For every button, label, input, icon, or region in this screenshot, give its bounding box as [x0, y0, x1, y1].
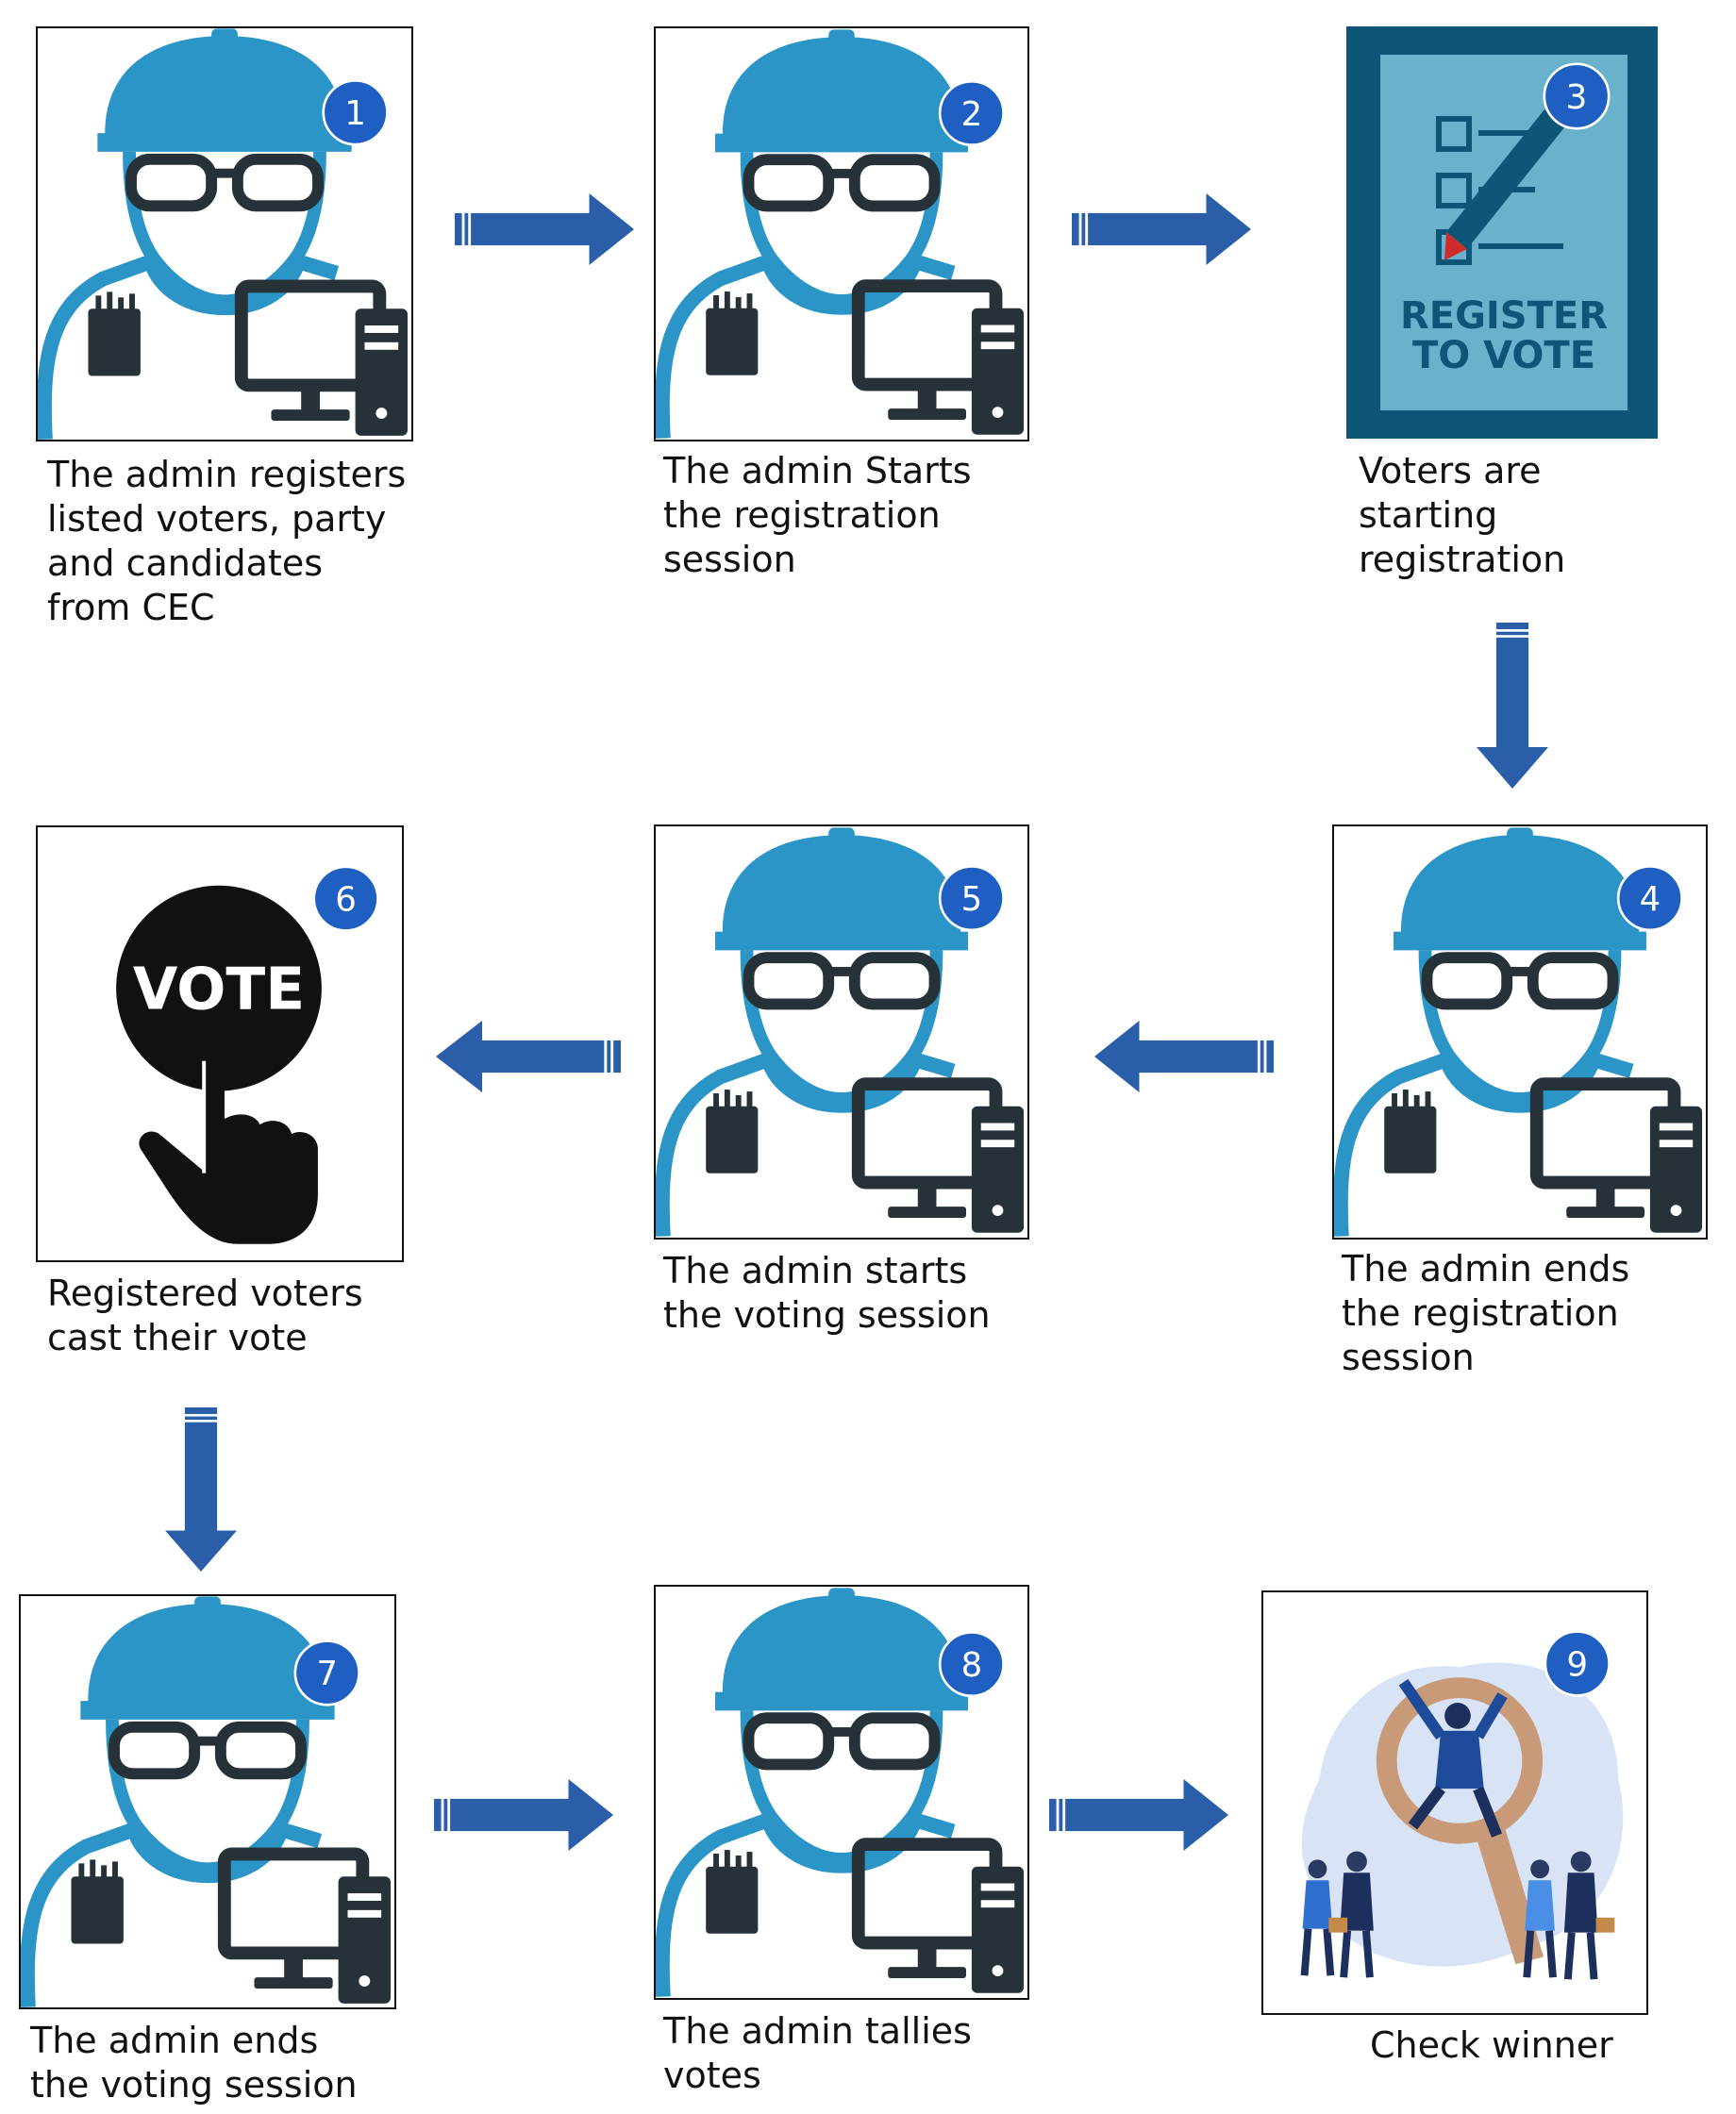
step-7-caption: The admin ends the voting session [30, 2020, 358, 2106]
register-to-vote-sign: REGISTER TO VOTE 3 [1346, 26, 1658, 439]
step-3-caption: Voters are starting registration [1359, 450, 1566, 580]
people-group-left-icon [1300, 1851, 1374, 1978]
arrow-step-7-to-8 [434, 1779, 613, 1851]
step-2-number: 2 [961, 95, 983, 134]
step-8-number: 8 [961, 1646, 983, 1685]
step-6-number: 6 [335, 880, 357, 919]
step-8-image: 8 [654, 1585, 1029, 2000]
step-8-caption: The admin tallies votes [663, 2010, 972, 2096]
step-3-image: REGISTER TO VOTE 3 [1346, 26, 1658, 439]
step-5-badge: 5 [938, 865, 1005, 932]
admin-icon: 1 [38, 28, 411, 440]
step-1-image: 1 [36, 26, 413, 441]
step-1-badge: 1 [322, 79, 389, 146]
step-6-caption: Registered voters cast their vote [47, 1273, 363, 1358]
admin-icon: 2 [656, 28, 1027, 440]
step-4-image: 4 [1332, 824, 1708, 1240]
step-3-badge: 3 [1543, 62, 1611, 130]
step-9-badge: 9 [1544, 1630, 1611, 1697]
step-2-caption: The admin Starts the registration sessio… [663, 450, 972, 580]
jumping-person-icon [1398, 1678, 1508, 1838]
arrow-step-8-to-9 [1049, 1779, 1228, 1851]
step-7-image: 7 [19, 1594, 396, 2009]
sign-text-line2: TO VOTE [1412, 334, 1595, 377]
step-7-badge: 7 [293, 1640, 360, 1706]
step-5-image: 5 [654, 824, 1029, 1240]
step-1-number: 1 [344, 94, 366, 133]
step-7-number: 7 [316, 1655, 338, 1693]
arrow-step-4-to-5 [1094, 1021, 1274, 1092]
step-9-number: 9 [1566, 1645, 1588, 1684]
arrow-step-6-to-7 [165, 1407, 237, 1572]
step-9-caption: Check winner [1370, 2024, 1613, 2066]
step-5-number: 5 [961, 880, 983, 919]
step-4-caption: The admin ends the registration session [1342, 1248, 1630, 1378]
pointing-hand-icon [139, 1051, 318, 1244]
arrow-step-3-to-4 [1477, 623, 1548, 789]
step-3-number: 3 [1566, 78, 1588, 117]
step-6-badge: 6 [312, 865, 379, 932]
step-1-caption: The admin registers listed voters, party… [47, 454, 407, 628]
vote-button-text: VOTE [133, 956, 305, 1023]
pencil-icon [1444, 109, 1565, 260]
step-5-caption: The admin starts the voting session [663, 1250, 991, 1336]
arrow-step-5-to-6 [436, 1021, 621, 1092]
people-group-right-icon [1523, 1851, 1615, 1980]
admin-icon: 8 [656, 1587, 1027, 1998]
admin-icon: 4 [1334, 826, 1706, 1238]
step-9-image: 9 [1261, 1590, 1648, 2015]
step-2-badge: 2 [938, 79, 1005, 146]
step-4-badge: 4 [1616, 865, 1683, 932]
admin-icon: 7 [21, 1596, 394, 2007]
sign-text-line1: REGISTER [1400, 294, 1608, 338]
arrow-step-1-to-2 [455, 193, 634, 265]
step-4-number: 4 [1640, 880, 1661, 919]
winner-celebration: 9 [1300, 1630, 1624, 1980]
arrow-step-2-to-3 [1072, 193, 1251, 265]
vote-button-hand: VOTE 6 [116, 865, 379, 1244]
step-2-image: 2 [654, 26, 1029, 441]
step-8-badge: 8 [938, 1631, 1005, 1698]
step-6-image: VOTE 6 [36, 825, 404, 1262]
admin-icon: 5 [656, 826, 1027, 1238]
